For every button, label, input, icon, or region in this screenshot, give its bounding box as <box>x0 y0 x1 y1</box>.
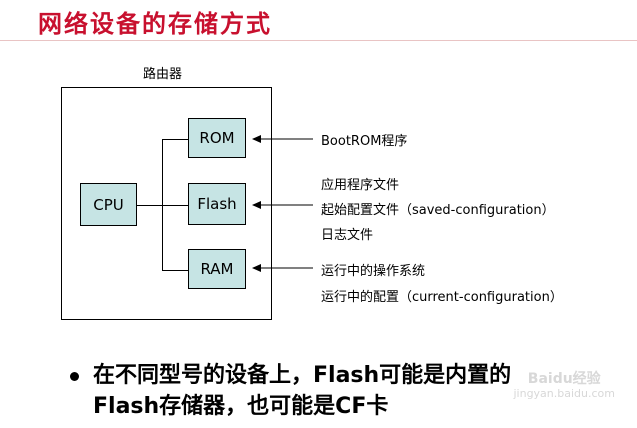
router-caption: 路由器 <box>143 67 183 82</box>
ram-annotation-2: 运行中的配置（current-configuration） <box>321 290 563 305</box>
rom-annotation: BootROM程序 <box>321 134 408 149</box>
ram-label: RAM <box>200 260 234 278</box>
title-divider <box>0 40 637 41</box>
rom-label: ROM <box>199 129 235 147</box>
bullet-line-1: 在不同型号的设备上，Flash可能是内置的 <box>93 363 512 388</box>
rom-box: ROM <box>188 118 246 158</box>
watermark-url: jingyan.baidu.com <box>513 387 615 400</box>
ram-connector <box>162 270 188 271</box>
watermark-logo: Baidu经验 jingyan.baidu.com <box>513 371 615 400</box>
bullet-point-icon <box>70 372 79 381</box>
flash-label: Flash <box>197 195 237 213</box>
bullet-text: 在不同型号的设备上，Flash可能是内置的 Flash存储器，也可能是CF卡 <box>93 360 613 422</box>
ram-annotation-1: 运行中的操作系统 <box>321 264 426 279</box>
cpu-box: CPU <box>80 183 137 226</box>
flash-annotation-3: 日志文件 <box>321 228 374 243</box>
cpu-label: CPU <box>93 195 124 214</box>
flash-arrow <box>252 201 313 209</box>
slide-title: 网络设备的存储方式 <box>38 9 272 38</box>
flash-box: Flash <box>188 183 246 225</box>
flash-annotation-1: 应用程序文件 <box>321 178 400 193</box>
router-frame <box>61 87 272 320</box>
ram-arrow <box>252 264 313 272</box>
bus-connector <box>162 139 163 270</box>
ram-box: RAM <box>188 249 246 289</box>
rom-arrow <box>252 135 313 143</box>
rom-connector <box>162 139 188 140</box>
bullet-line-2: Flash存储器，也可能是CF卡 <box>93 394 389 419</box>
flash-annotation-2: 起始配置文件（saved-configuration） <box>321 203 555 218</box>
watermark-text: Baidu经验 <box>527 371 601 387</box>
